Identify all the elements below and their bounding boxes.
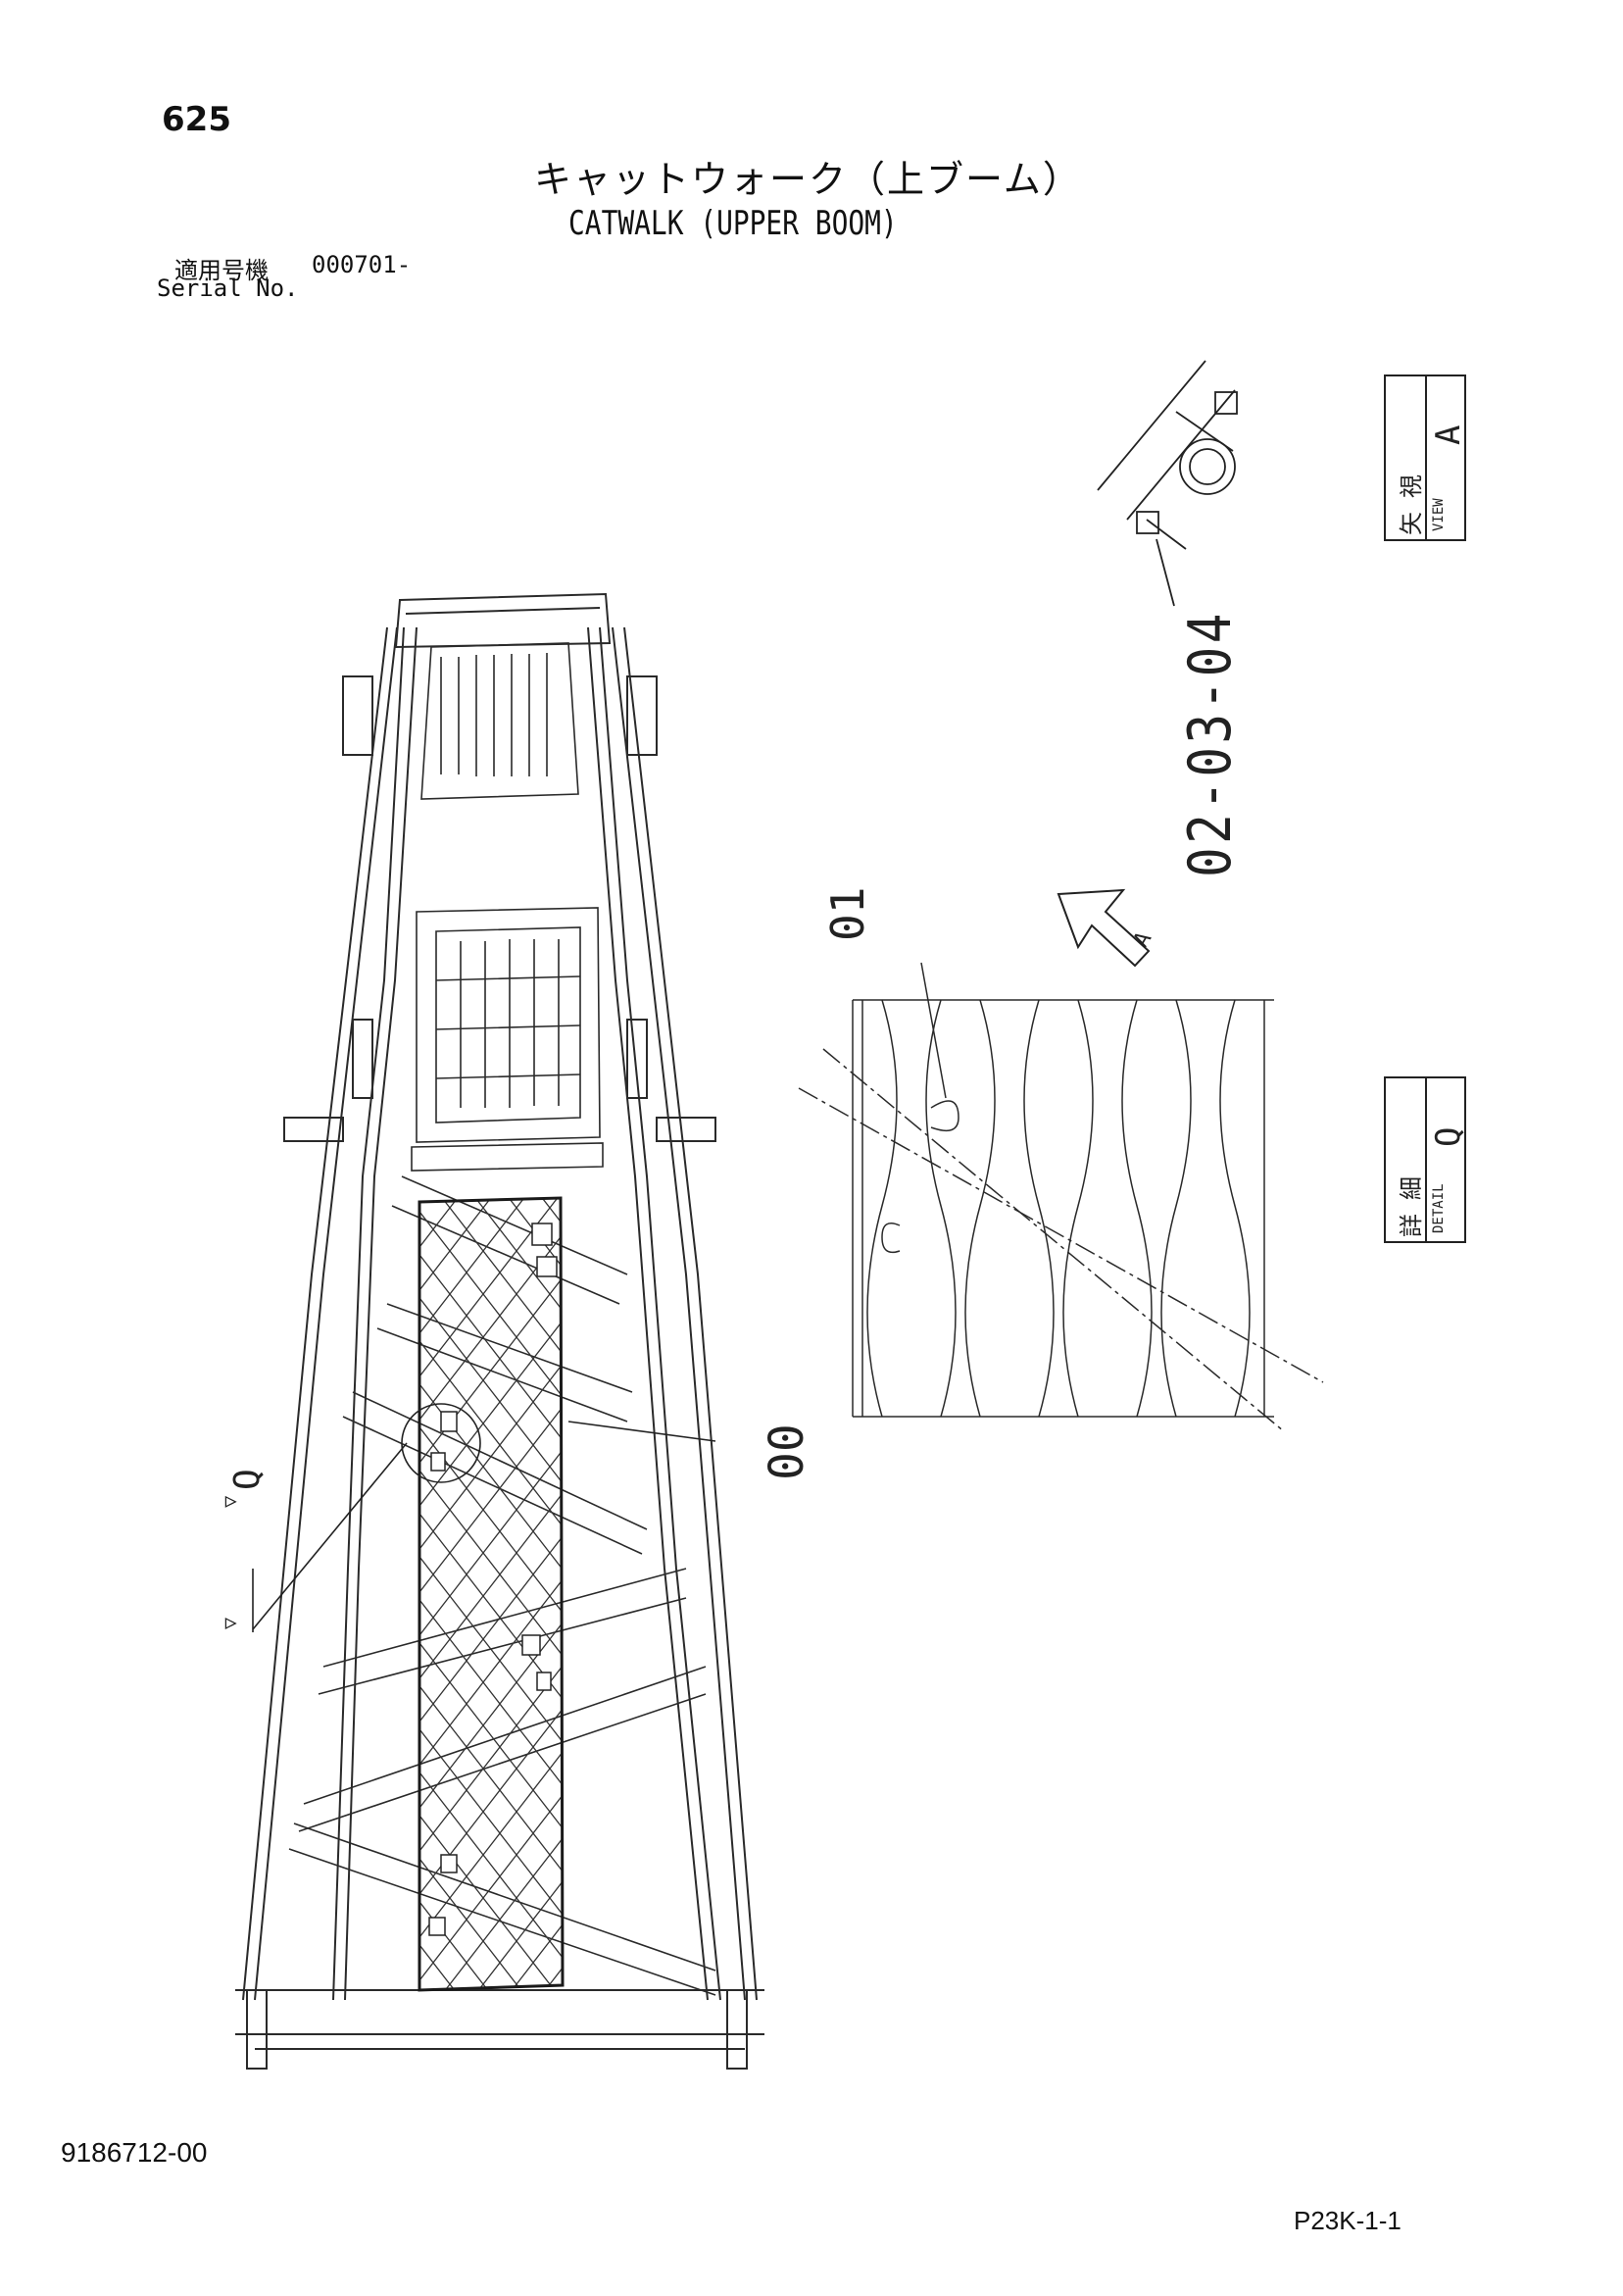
part-number-00: 00 [760,1423,814,1480]
view-a-arrow [1057,888,1151,968]
view-a-label-box: 矢視 VIEW A [1384,374,1468,541]
detail-q-callout-marks: ▽ ▽ [218,1446,241,1629]
detail-box-divider [1425,1078,1427,1241]
part-00-leader-line [567,1421,716,1442]
serial-label-japanese: 適用号機 [174,257,269,284]
part-number-01: 01 [821,886,874,941]
view-label-japanese: 矢視 [1398,461,1425,535]
view-a-mount-detail [1097,360,1238,607]
view-label-english: VIEW [1431,498,1447,531]
boom-head-structure [411,642,604,1172]
detail-q-label-box: 詳細 DETAIL Q [1384,1076,1468,1243]
detail-label-japanese: 詳細 [1398,1163,1425,1237]
page-title-english: CATWALK (UPPER BOOM) [568,204,898,243]
catwalk-grating [418,1196,565,1992]
page-number: 625 [162,100,231,139]
serial-label-english: Serial No. [157,275,299,302]
part-number-02-03-04: 02-03-04 [1176,610,1245,877]
detail-label-letter: Q [1429,1126,1468,1147]
detail-label-english: DETAIL [1431,1183,1447,1233]
detail-q-mesh-view [798,962,1324,1432]
boom-frame [235,592,764,2070]
serial-number-value: 000701- [312,251,412,278]
view-label-letter: A [1429,424,1468,445]
page-title-japanese: キャットウォーク（上ブーム） [534,158,1082,201]
page-code: P23K-1-1 [1294,2206,1402,2235]
drawing-number: 9186712-00 [61,2137,208,2168]
detail-circle-callout [252,1403,481,1632]
view-box-divider [1425,376,1427,539]
